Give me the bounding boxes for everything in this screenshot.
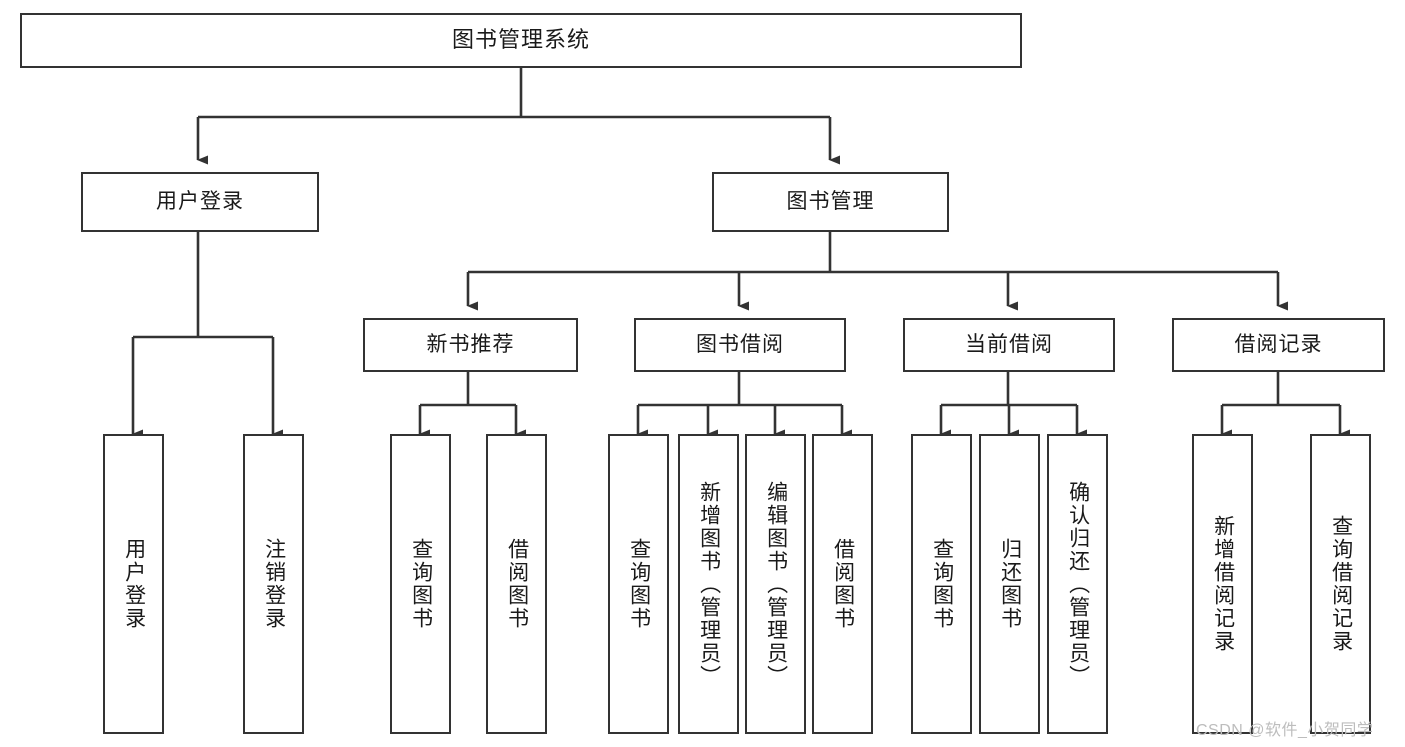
node-label: 新增借阅记录 xyxy=(1211,515,1235,653)
node-leaf-borrow-book-2[interactable]: 借阅图书 xyxy=(812,434,873,734)
node-label: 当前借阅 xyxy=(965,333,1053,357)
node-label: 查询借阅记录 xyxy=(1329,515,1353,653)
node-leaf-return-book[interactable]: 归还图书 xyxy=(979,434,1040,734)
node-leaf-query-book-1[interactable]: 查询图书 xyxy=(390,434,451,734)
node-label: 用户登录 xyxy=(156,190,244,214)
node-label: 借阅图书 xyxy=(831,538,855,630)
node-label: 用户登录 xyxy=(122,538,146,630)
node-borrow-record[interactable]: 借阅记录 xyxy=(1172,318,1385,372)
node-label: 归还图书 xyxy=(998,538,1022,630)
node-label: 查询图书 xyxy=(627,538,651,630)
csdn-watermark: CSDN @软件_小贺同学 xyxy=(1196,722,1374,739)
node-current-borrow[interactable]: 当前借阅 xyxy=(903,318,1115,372)
node-label: 借阅记录 xyxy=(1234,333,1323,357)
node-label: 查询图书 xyxy=(409,538,433,630)
node-leaf-borrow-book-1[interactable]: 借阅图书 xyxy=(486,434,547,734)
node-leaf-confirm-return[interactable]: 确认归还（管理员） xyxy=(1047,434,1108,734)
node-book-manage[interactable]: 图书管理 xyxy=(712,172,949,232)
node-root-book-management-system[interactable]: 图书管理系统 xyxy=(20,13,1022,68)
node-leaf-add-record[interactable]: 新增借阅记录 xyxy=(1192,434,1253,734)
node-leaf-query-record[interactable]: 查询借阅记录 xyxy=(1310,434,1371,734)
node-leaf-user-logout[interactable]: 注销登录 xyxy=(243,434,304,734)
node-leaf-user-login[interactable]: 用户登录 xyxy=(103,434,164,734)
node-label: 新增图书（管理员） xyxy=(697,480,721,688)
node-leaf-edit-book[interactable]: 编辑图书（管理员） xyxy=(745,434,806,734)
node-label: 新书推荐 xyxy=(426,333,515,357)
node-label: 图书管理系统 xyxy=(451,27,590,53)
node-leaf-query-book-3[interactable]: 查询图书 xyxy=(911,434,972,734)
node-book-borrow[interactable]: 图书借阅 xyxy=(634,318,846,372)
node-user-login[interactable]: 用户登录 xyxy=(81,172,319,232)
node-label: 确认归还（管理员） xyxy=(1066,480,1090,688)
node-leaf-query-book-2[interactable]: 查询图书 xyxy=(608,434,669,734)
node-label: 借阅图书 xyxy=(505,538,529,630)
node-label: 图书管理 xyxy=(786,190,875,214)
node-label: 编辑图书（管理员） xyxy=(764,480,788,688)
node-label: 注销登录 xyxy=(262,538,286,630)
node-new-book-recommend[interactable]: 新书推荐 xyxy=(363,318,578,372)
node-label: 查询图书 xyxy=(930,538,954,630)
node-label: 图书借阅 xyxy=(696,333,784,357)
node-leaf-add-book[interactable]: 新增图书（管理员） xyxy=(678,434,739,734)
